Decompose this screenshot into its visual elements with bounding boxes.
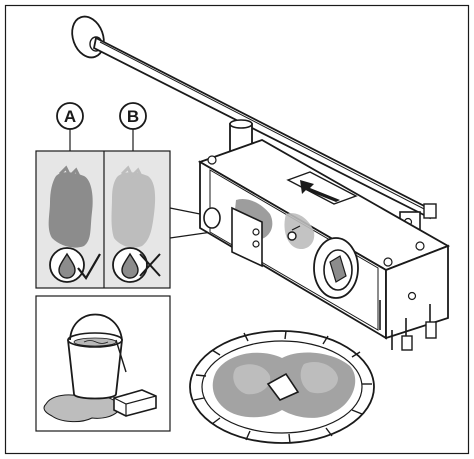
- dry-smear: [111, 165, 156, 248]
- guide-rail: [71, 15, 437, 239]
- bucket-panel: [35, 295, 171, 432]
- sponge-icon: [113, 389, 157, 417]
- callout-a: A: [56, 102, 84, 130]
- cross-mark-icon: [139, 253, 161, 277]
- water-drop-icon-b: [112, 247, 148, 283]
- wet-smear: [48, 165, 93, 248]
- machine-housing: [197, 139, 451, 351]
- check-mark-icon: [77, 253, 101, 280]
- frame: [4, 4, 470, 455]
- water-drop-icon: [49, 247, 85, 283]
- callout-b: B: [119, 102, 147, 130]
- bucket-icon: [67, 313, 127, 400]
- direction-arrow-icon: [286, 171, 358, 205]
- callout-a-label: A: [64, 107, 76, 126]
- callout-b-label: B: [127, 107, 139, 126]
- comparison-panel: [35, 150, 171, 289]
- saw-blade-icon: [189, 330, 375, 444]
